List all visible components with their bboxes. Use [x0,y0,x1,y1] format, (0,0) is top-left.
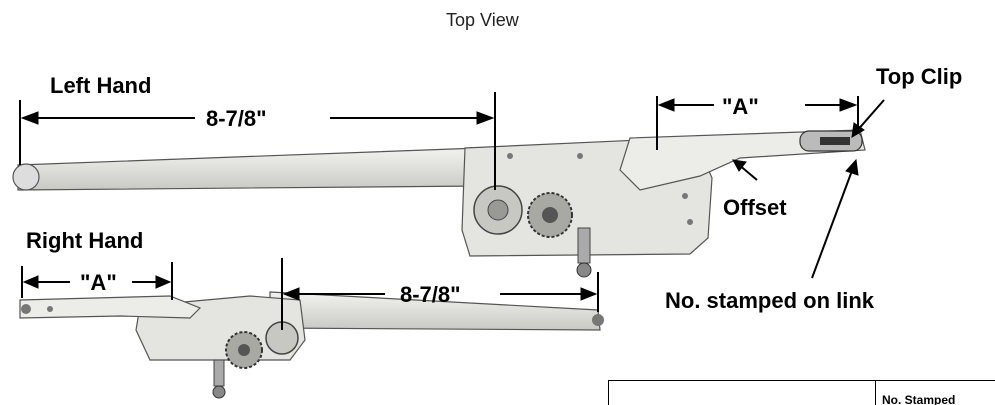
left-hand-operator [12,129,866,278]
offset-label: Offset [723,195,787,220]
a-dimension-top-label: "A" [722,94,759,119]
table-column-divider [875,381,876,405]
top-clip-label: Top Clip [876,64,963,89]
a-dimension-bottom-label: "A" [80,270,117,295]
dimension-bottom-label: 8-7/8" [400,282,461,307]
right-hand-operator [19,291,604,399]
dimension-top-label: 8-7/8" [206,106,267,131]
stamped-label: No. stamped on link [665,288,875,313]
right-hand-label: Right Hand [26,228,144,253]
dimension-lines [19,92,885,330]
table-header-stamped: No. Stamped [882,393,956,405]
diagram-title: Top View [446,10,519,30]
left-hand-label: Left Hand [50,73,152,98]
part-number-table: No. Stamped [608,380,995,405]
